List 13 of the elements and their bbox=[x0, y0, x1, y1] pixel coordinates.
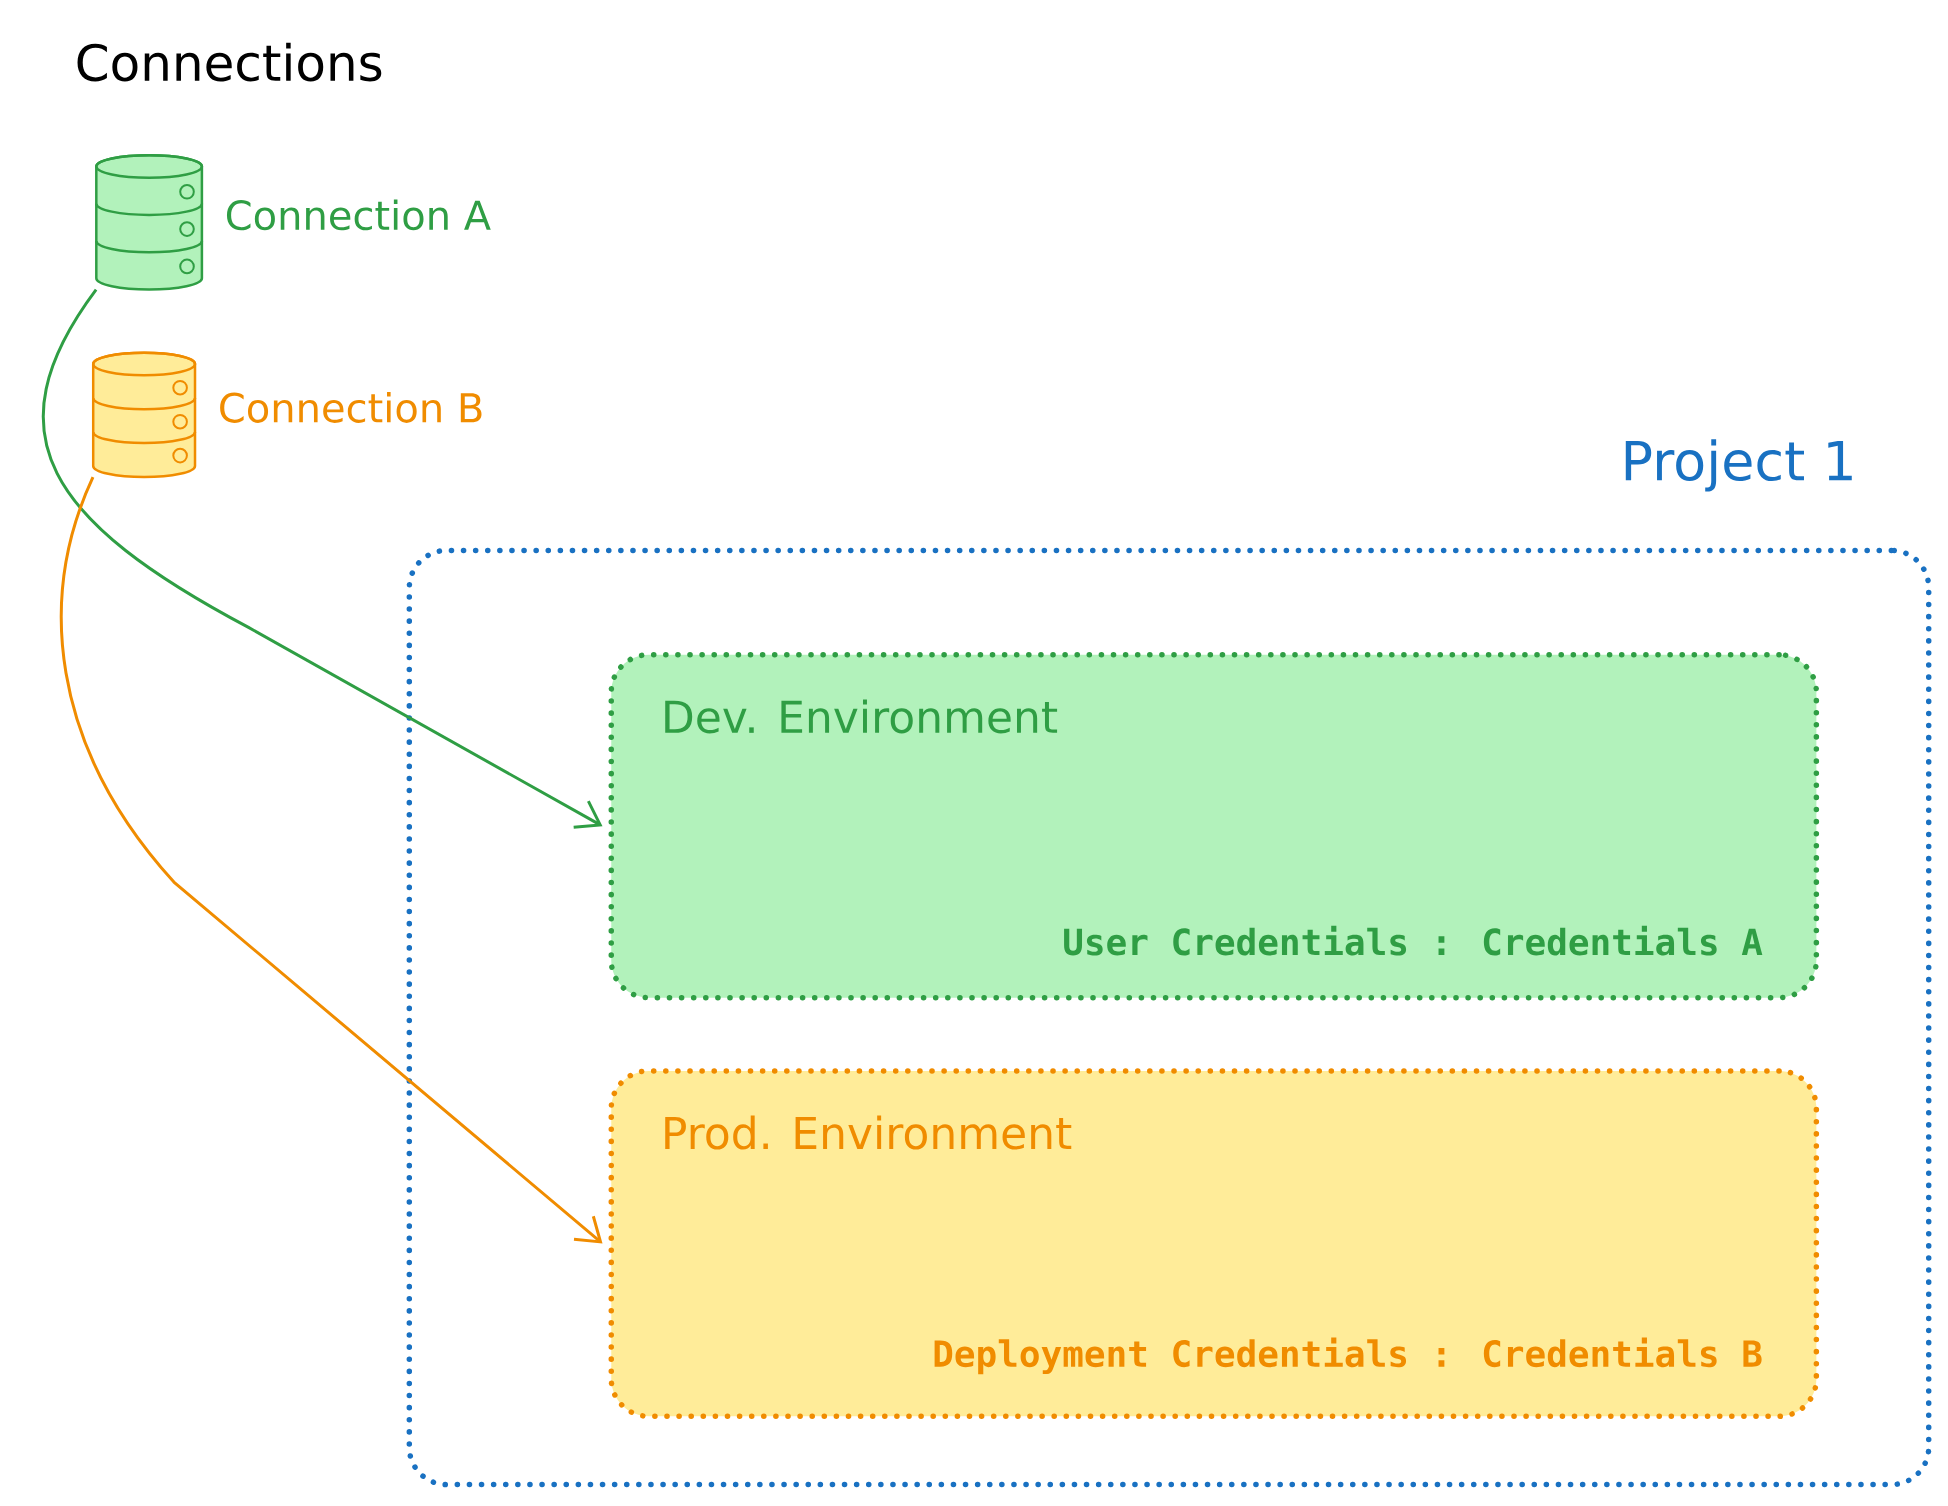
arrow bbox=[41, 288, 603, 829]
arrow bbox=[60, 476, 603, 1244]
heading: Connections bbox=[77, 42, 382, 82]
connection-label: Connection B bbox=[220, 391, 482, 423]
box-heading: Prod. Environment bbox=[665, 1115, 1072, 1150]
box-heading: Project 1 bbox=[1625, 439, 1852, 492]
project-box bbox=[406, 439, 1932, 1488]
environment-box bbox=[608, 652, 1820, 1001]
connection-label: Connection A bbox=[226, 199, 491, 231]
credentials-text: Deployment Credentials : Credentials B bbox=[934, 1337, 1762, 1375]
credentials-text: User Credentials : Credentials A bbox=[1064, 925, 1763, 956]
box-heading: Dev. Environment bbox=[665, 699, 1058, 734]
environment-box bbox=[608, 1068, 1820, 1420]
